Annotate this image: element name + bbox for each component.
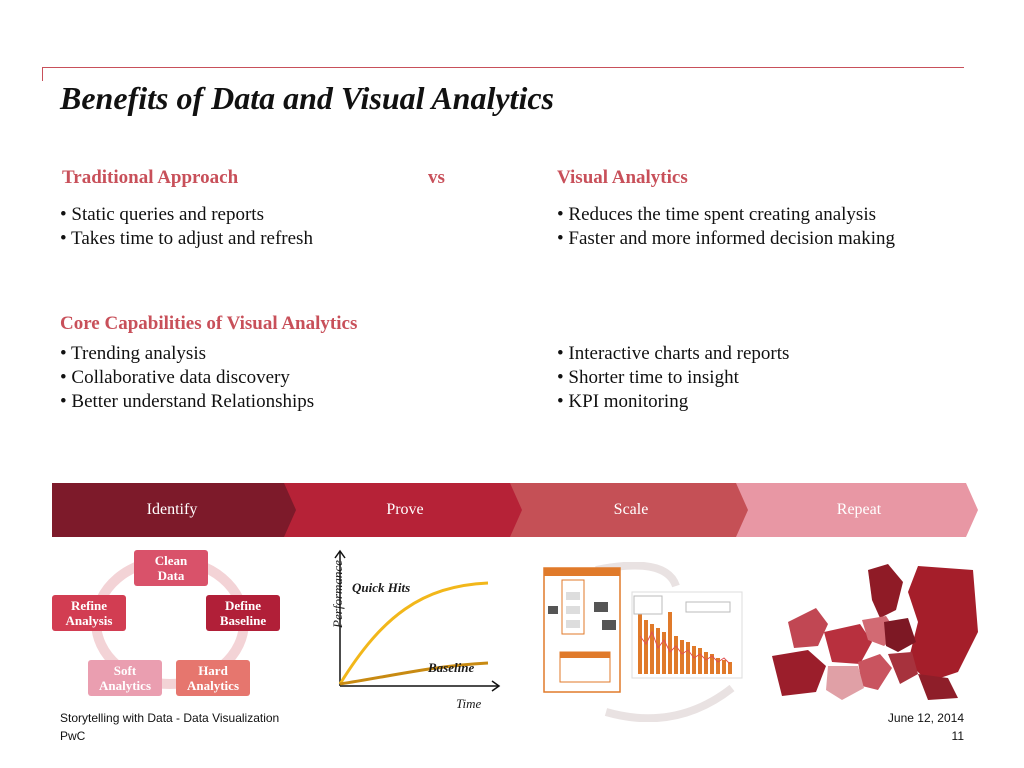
- process-step-identify: Identify: [146, 501, 198, 518]
- node-line: Soft: [113, 663, 137, 678]
- traditional-approach-heading: Traditional Approach: [62, 167, 239, 188]
- chart-bars: [638, 612, 732, 674]
- process-bar: Identify Prove Scale Repeat: [52, 483, 978, 537]
- bullet-item: • Shorter time to insight: [557, 367, 739, 388]
- performance-axes: [334, 549, 501, 692]
- bullet-item: • Interactive charts and reports: [557, 343, 790, 364]
- process-step-scale-shape: [510, 483, 752, 537]
- chart-note: [633, 595, 663, 615]
- bullet-item: • Static queries and reports: [60, 204, 264, 225]
- vs-label: vs: [428, 167, 445, 188]
- top-rule-tick: [42, 67, 43, 81]
- server-slot: [566, 592, 580, 600]
- process-step-scale: Scale: [613, 501, 649, 518]
- map-region: [888, 652, 918, 684]
- x-axis-arrow: [491, 680, 501, 692]
- process-step-prove-shape: [284, 483, 526, 537]
- server-slot: [566, 606, 580, 614]
- slide-title: Benefits of Data and Visual Analytics: [60, 80, 554, 116]
- server-slot: [566, 620, 580, 628]
- monitor-icon: [602, 620, 616, 630]
- europe-map: [768, 562, 978, 702]
- process-chevrons: [52, 483, 978, 537]
- bullet-item: • Faster and more informed decision maki…: [557, 228, 896, 249]
- footer-presentation-title: Storytelling with Data - Data Visualizat…: [60, 711, 280, 725]
- process-step-repeat: Repeat: [836, 501, 882, 518]
- node-line: Define: [224, 598, 262, 613]
- europe-map-shapes: [772, 564, 978, 700]
- map-region: [788, 608, 828, 648]
- node-line: Analysis: [65, 613, 113, 628]
- map-region: [824, 624, 872, 664]
- user-icon: [548, 606, 558, 614]
- chart-line: [639, 630, 731, 665]
- footer-page-number: 11: [951, 729, 964, 743]
- chart-note: [685, 601, 731, 613]
- map-region: [908, 566, 978, 682]
- node-line: Refine: [70, 598, 108, 613]
- top-rule: [42, 67, 964, 68]
- project-team-header: [560, 652, 610, 658]
- process-step-repeat-shape: [736, 483, 978, 537]
- baseline-curve: [339, 661, 489, 686]
- node-line: Data: [157, 568, 185, 583]
- time-axis-label: Time: [456, 696, 482, 711]
- flow-arrow-bottom: [604, 684, 735, 723]
- capabilities-right-bullets: • Interactive charts and reports • Short…: [557, 342, 789, 414]
- footer-date: June 12, 2014: [887, 711, 964, 725]
- node-line: Baseline: [219, 613, 267, 628]
- node-line: Hard: [198, 663, 228, 678]
- map-region: [918, 674, 958, 700]
- map-region: [772, 650, 826, 696]
- quick-hits-curve: [338, 581, 489, 685]
- bullet-item: • KPI monitoring: [557, 391, 689, 412]
- map-region: [884, 618, 916, 652]
- dashboard-thumbnail: [536, 561, 756, 723]
- dashboard-illustration: [543, 561, 743, 723]
- node-line: Analytics: [187, 678, 239, 693]
- y-axis-arrow: [334, 549, 346, 559]
- client-box-header: [544, 568, 620, 576]
- bullet-item: • Trending analysis: [60, 343, 206, 364]
- process-step-identify-shape: [52, 483, 300, 537]
- performance-chart: Performance Quick Hits Baseline Time: [312, 546, 502, 716]
- monitor-icon: [594, 602, 608, 612]
- capabilities-left-bullets: • Trending analysis • Collaborative data…: [60, 342, 314, 414]
- bullet-item: • Reduces the time spent creating analys…: [557, 204, 877, 225]
- bullet-item: • Collaborative data discovery: [60, 367, 290, 388]
- bullet-item: • Better understand Relationships: [60, 391, 315, 412]
- visual-analytics-heading: Visual Analytics: [557, 167, 688, 188]
- baseline-label: Baseline: [428, 660, 475, 675]
- traditional-bullets: • Static queries and reports • Takes tim…: [60, 203, 313, 251]
- performance-axis-label: Performance: [329, 560, 345, 628]
- footer-company: PwC: [60, 729, 86, 743]
- core-capabilities-heading: Core Capabilities of Visual Analytics: [60, 313, 358, 334]
- bullet-item: • Takes time to adjust and refresh: [60, 228, 313, 249]
- node-line: Analytics: [99, 678, 151, 693]
- map-region: [826, 666, 864, 700]
- node-line: Clean: [154, 553, 188, 568]
- map-region: [868, 564, 903, 618]
- process-step-prove: Prove: [386, 501, 424, 518]
- visual-analytics-bullets: • Reduces the time spent creating analys…: [557, 203, 895, 251]
- quick-hits-label: Quick Hits: [352, 580, 411, 595]
- map-region: [858, 654, 892, 690]
